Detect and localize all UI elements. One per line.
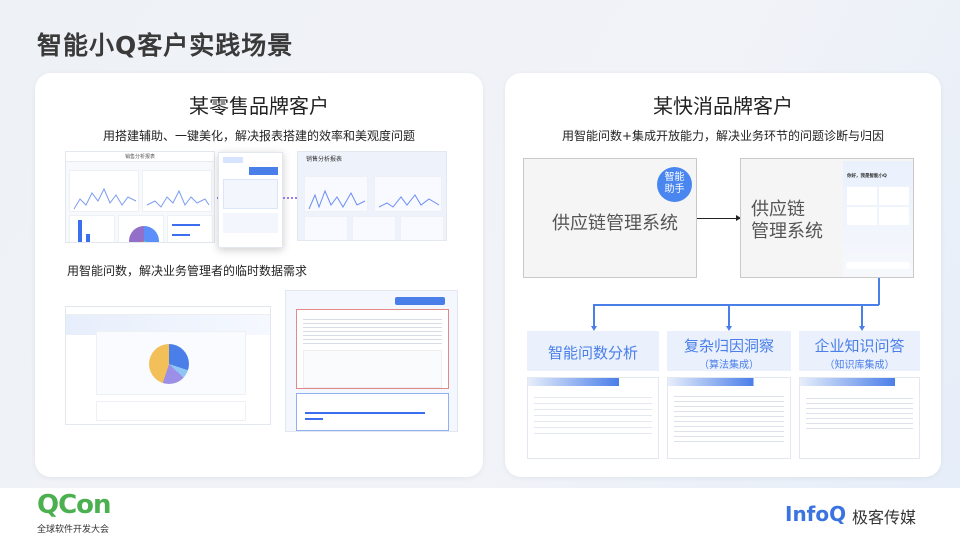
left-card-heading: 某零售品牌客户 <box>189 94 329 118</box>
qcon-logo-subtitle: 全球软件开发大会 <box>37 525 110 535</box>
assistant-badge[interactable]: 智能 助手 <box>657 167 692 202</box>
left-card: 某零售品牌客户 用搭建辅助、一键美化，解决报表搭建的效率和美观度问题 销售分析报… <box>35 73 483 477</box>
supply-chain-system-box: 供应链管理系统 智能 助手 <box>523 158 697 278</box>
arrow-right <box>697 218 741 219</box>
left-card-subtitle-2: 用智能问数，解决业务管理者的临时数据需求 <box>67 264 308 278</box>
category-attribution: 复杂归因洞察（算法集成） <box>667 331 791 371</box>
assistant-popup-screenshot <box>218 152 283 248</box>
qcon-logo: QCon <box>37 490 112 520</box>
right-card: 某快消品牌客户 用智能问数+集成开放能力，解决业务环节的问题诊断与归因 供应链管… <box>505 73 941 477</box>
knowledge-qa-thumbnail <box>799 377 920 459</box>
assistant-greeting: 你好，我是智能小Q <box>847 174 887 179</box>
smart-query-screenshot <box>65 306 271 425</box>
supply-chain-system-with-assistant: 供应链管理系统 你好，我是智能小Q <box>740 158 914 278</box>
report-title: 销售分析报表 <box>306 156 343 163</box>
report-title: 销售分析报表 <box>66 152 214 162</box>
flow-arrow <box>283 197 297 199</box>
right-card-heading: 某快消品牌客户 <box>653 94 793 118</box>
connector <box>878 278 880 305</box>
report-before-screenshot: 销售分析报表 <box>65 151 215 243</box>
right-card-subtitle: 用智能问数+集成开放能力，解决业务环节的问题诊断与归因 <box>561 129 885 143</box>
assistant-panel: 你好，我是智能小Q <box>843 161 913 277</box>
category-knowledge-qa: 企业知识问答（知识库集成） <box>799 331 920 371</box>
smart-query-thumbnail <box>527 377 659 459</box>
left-card-subtitle: 用搭建辅助、一键美化，解决报表搭建的效率和美观度问题 <box>102 129 415 143</box>
system-label: 供应链管理系统 <box>552 213 678 234</box>
infoq-logo: InfoQ <box>785 502 847 526</box>
report-after-screenshot: 销售分析报表 <box>297 151 447 241</box>
assistant-input[interactable] <box>846 262 910 269</box>
system-label: 供应链管理系统 <box>751 199 823 242</box>
sql-answer-screenshot <box>285 290 458 432</box>
category-smart-query: 智能问数分析 <box>527 331 659 371</box>
slide-title: 智能小Q客户实践场景 <box>37 31 294 60</box>
infoq-logo-subtitle: 极客传媒 <box>852 508 917 527</box>
attribution-thumbnail <box>667 377 791 459</box>
